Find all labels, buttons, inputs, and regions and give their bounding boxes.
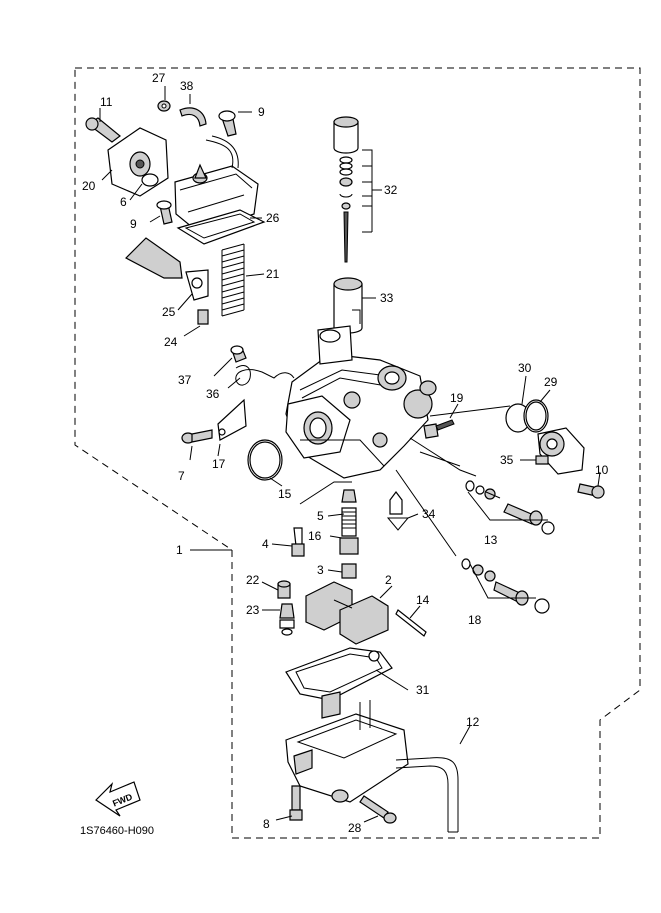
idle-screw-set-13 <box>465 480 555 535</box>
callout-16: 16 <box>308 529 322 543</box>
callout-32: 32 <box>384 183 398 197</box>
callout-26: 26 <box>266 211 280 225</box>
callout-35: 35 <box>500 453 514 467</box>
callout-25: 25 <box>162 305 176 319</box>
callout-4: 4 <box>262 537 269 551</box>
callout-29: 29 <box>544 375 558 389</box>
idle-screw-set-18 <box>461 558 550 614</box>
carburetor-body <box>285 325 439 479</box>
callout-8: 8 <box>263 817 270 831</box>
callout-22: 22 <box>246 573 260 587</box>
float-needle-34 <box>386 491 410 531</box>
overflow-tube-12 <box>395 757 459 833</box>
callout-37: 37 <box>178 373 192 387</box>
clip-36-screw-37 <box>230 345 295 386</box>
callout-7: 7 <box>178 469 185 483</box>
callout-5: 5 <box>317 509 324 523</box>
float-bowl <box>285 691 409 803</box>
callout-19: 19 <box>450 391 464 405</box>
figure-code: 1S76460-H090 <box>80 825 154 837</box>
callout-18: 18 <box>468 613 482 627</box>
callout-34: 34 <box>422 507 436 521</box>
assembly-boundary <box>74 67 641 839</box>
float-gasket-31 <box>285 647 393 701</box>
callout-9-top: 9 <box>258 105 265 119</box>
jets-group <box>291 489 359 579</box>
fwd-direction-arrow: FWD <box>95 781 141 817</box>
callout-10: 10 <box>595 463 609 477</box>
callout-36: 36 <box>206 387 220 401</box>
callout-14: 14 <box>416 593 430 607</box>
right-side-parts <box>435 399 605 499</box>
callout-17: 17 <box>212 457 226 471</box>
starter-cover-assembly <box>85 100 266 325</box>
callout-20: 20 <box>82 179 96 193</box>
callout-33: 33 <box>380 291 394 305</box>
callout-3: 3 <box>317 563 324 577</box>
callout-30: 30 <box>518 361 532 375</box>
slide-needle-group <box>333 116 363 334</box>
float-2 <box>305 581 427 645</box>
callout-21: 21 <box>266 267 280 281</box>
callout-2: 2 <box>385 573 392 587</box>
callout-31: 31 <box>416 683 430 697</box>
callout-labels: 1 2 3 4 5 6 7 8 9 9 10 11 12 13 14 15 16… <box>82 71 609 835</box>
callout-24: 24 <box>164 335 178 349</box>
spring-21 <box>221 243 245 317</box>
callout-15: 15 <box>278 487 292 501</box>
callout-13: 13 <box>484 533 498 547</box>
callout-27: 27 <box>152 71 166 85</box>
callout-1: 1 <box>176 543 183 557</box>
callout-12: 12 <box>466 715 480 729</box>
parts-22-23 <box>277 580 295 636</box>
callout-6: 6 <box>120 195 127 209</box>
bowl-screws <box>289 785 397 824</box>
callout-11: 11 <box>100 95 113 109</box>
bracket-17 <box>181 398 283 481</box>
leader-lines <box>99 86 601 823</box>
callout-38: 38 <box>180 79 194 93</box>
callout-23: 23 <box>246 603 260 617</box>
callout-9-mid: 9 <box>130 217 137 231</box>
callout-28: 28 <box>348 821 362 835</box>
